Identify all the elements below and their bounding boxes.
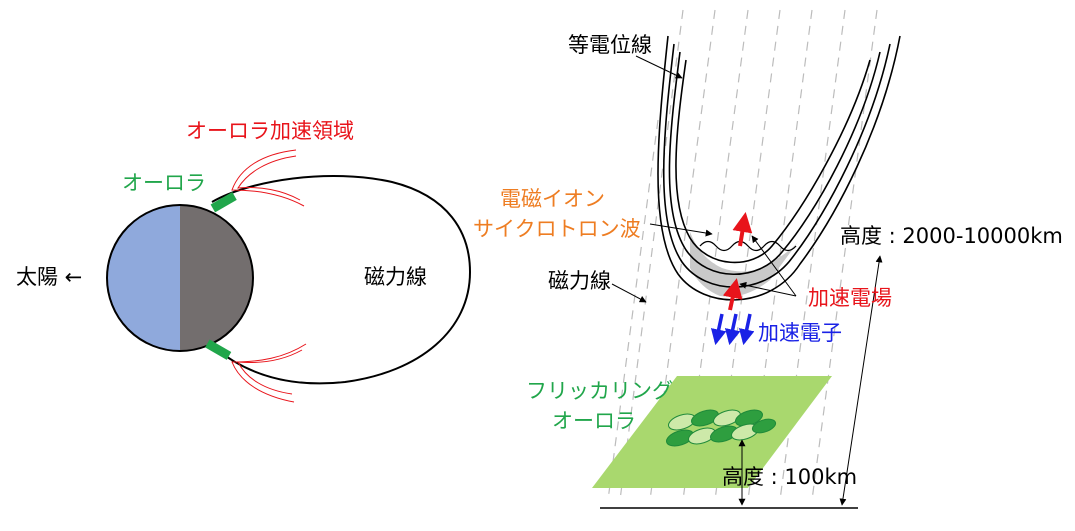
emic-wave <box>699 240 797 252</box>
sun-direction-label: 太陽 ← <box>16 265 82 289</box>
high-altitude-label: 高度 : 2000-10000km <box>840 224 1063 248</box>
acceleration-region-north <box>231 149 305 207</box>
acceleration-region-label: オーロラ加速領域 <box>186 119 354 143</box>
accelerated-electrons-arrows <box>710 313 755 346</box>
aurora-north <box>210 192 237 213</box>
earth-night-side <box>180 205 253 351</box>
aurora-south <box>205 339 232 360</box>
leader-lines <box>611 55 797 303</box>
field-line-label-right: 磁力線 <box>548 269 611 293</box>
accel-field-arrow-lower <box>722 278 743 311</box>
earth <box>106 204 254 352</box>
equipotential-label: 等電位線 <box>568 33 652 57</box>
earth-day-side <box>107 205 180 351</box>
low-altitude-label: 高度 : 100km <box>722 465 857 489</box>
emic-wave-label-line2: サイクロトロン波 <box>473 217 641 241</box>
aurora-label-left: オーロラ <box>122 171 206 195</box>
field-line-loop <box>211 174 472 385</box>
emic-wave-label-line1: 電磁イオン <box>500 187 605 211</box>
acceleration-detail-panel: 等電位線 電磁イオン サイクロトロン波 磁力線 加速電場 加速電子 高度 : 2… <box>473 9 1063 509</box>
accel-electrons-label: 加速電子 <box>758 321 842 345</box>
earth-magnetosphere-panel: オーロラ加速領域 オーロラ 太陽 ← 磁力線 <box>16 119 472 403</box>
acceleration-region-gray <box>690 232 798 297</box>
flickering-aurora-label-line2: オーロラ <box>552 409 636 433</box>
flickering-aurora-patches <box>666 409 777 447</box>
flickering-aurora-label-line1: フリッカリング <box>526 379 673 403</box>
high-altitude-arrow <box>839 255 883 506</box>
field-line-label-left: 磁力線 <box>364 265 427 289</box>
accel-field-arrow-upper <box>732 212 753 247</box>
acceleration-region-south <box>231 343 307 403</box>
accel-field-label: 加速電場 <box>808 286 892 310</box>
